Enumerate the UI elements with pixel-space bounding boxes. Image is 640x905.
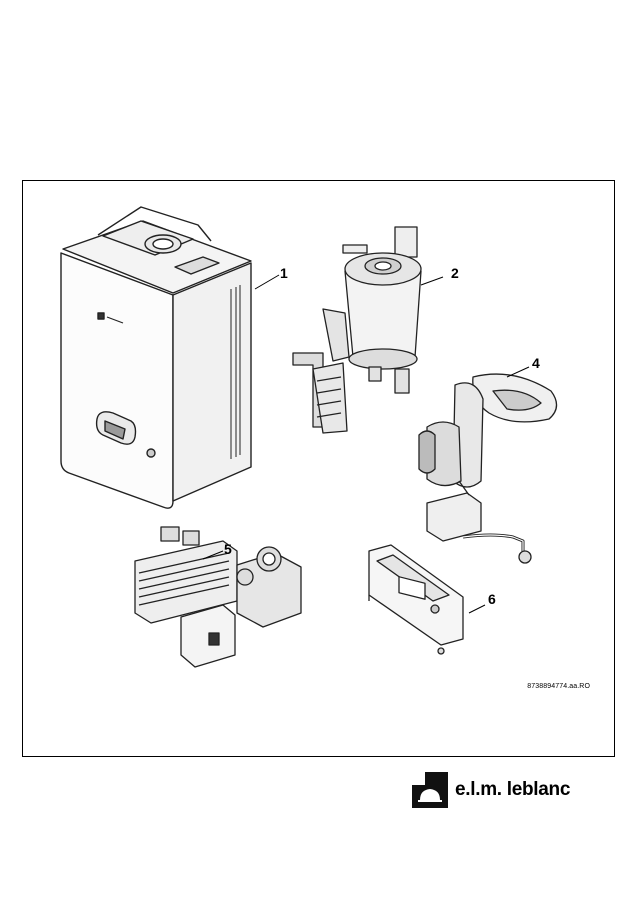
callout-6: 6 [488,591,496,607]
callout-2: 2 [451,265,459,281]
control-panel [368,544,464,655]
heat-exchanger [292,226,422,434]
callout-1: 1 [280,265,288,281]
components-illustration [60,206,558,668]
brand-logo: e.l.m. leblanc [412,772,570,808]
reference-code: 8738894774.aa.RO [527,683,590,690]
boiler-casing [60,206,252,509]
brand-mark-icon [412,772,448,808]
brand-name: e.l.m. leblanc [455,779,571,800]
hydraulic-block [134,526,302,668]
figure-frame: 1 2 4 5 6 8738894774.aa.RO [22,180,615,757]
callout-5: 5 [224,541,232,557]
callout-4: 4 [532,355,540,371]
fan-assembly [418,373,558,564]
